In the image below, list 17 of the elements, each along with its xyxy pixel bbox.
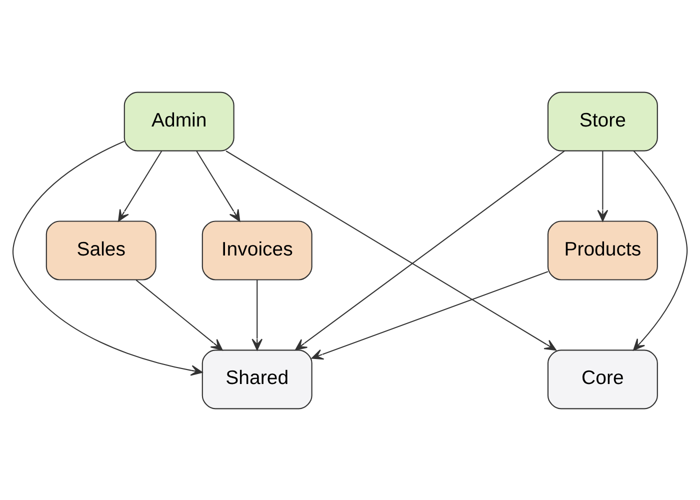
arrow bbox=[136, 279, 223, 350]
arrow bbox=[311, 270, 548, 360]
node-box: Admin bbox=[124, 91, 234, 151]
arrow bbox=[597, 150, 608, 222]
node-box: Products bbox=[547, 220, 658, 280]
arrow bbox=[633, 150, 688, 350]
node-box: Sales bbox=[46, 220, 156, 280]
arrow bbox=[196, 150, 240, 222]
arrow bbox=[252, 280, 263, 350]
node-box: Shared bbox=[202, 349, 312, 409]
node-box: Invoices bbox=[202, 220, 312, 280]
arrow bbox=[12, 140, 203, 376]
arrow bbox=[118, 150, 162, 222]
arrow bbox=[295, 150, 565, 350]
node-box: Store bbox=[547, 91, 658, 151]
node-box: Core bbox=[547, 349, 658, 409]
arrow bbox=[226, 150, 556, 350]
